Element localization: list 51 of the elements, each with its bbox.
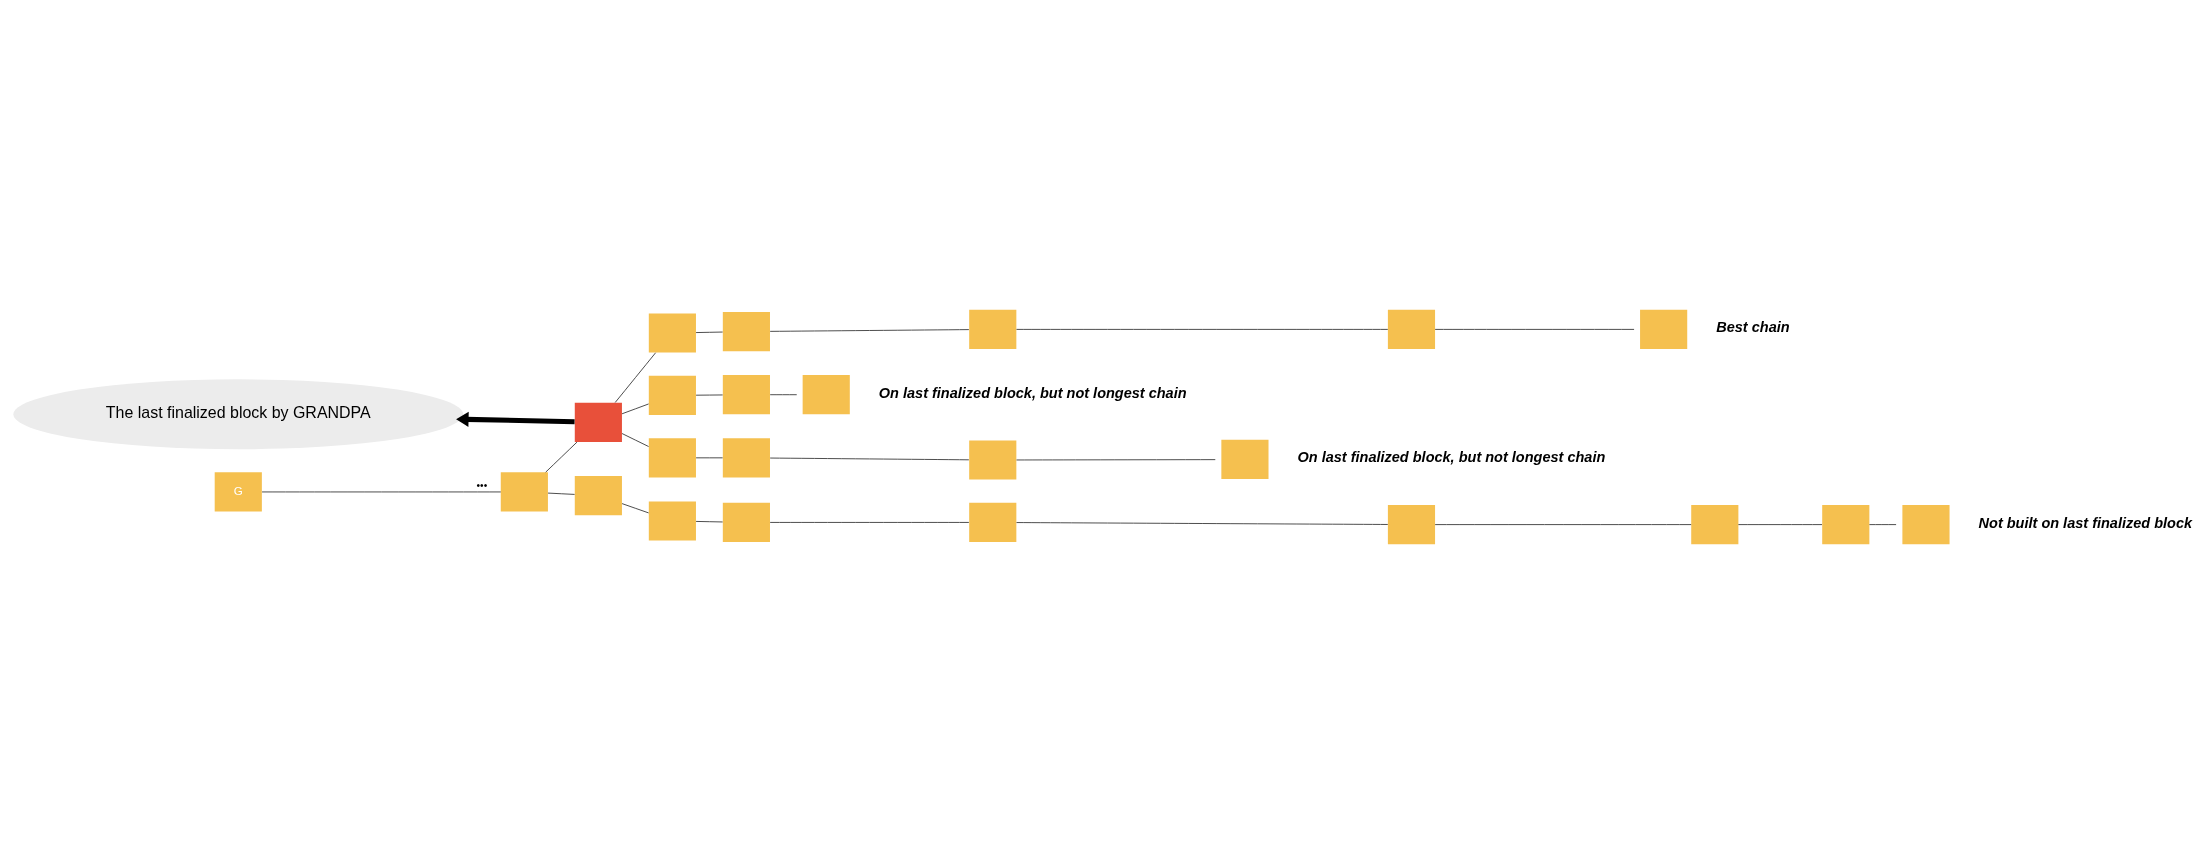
node-box <box>648 375 696 416</box>
node-label: On last finalized block, but not longest chain <box>878 384 1187 401</box>
connector <box>769 394 798 396</box>
node-box <box>1387 309 1436 349</box>
connector <box>1434 328 1635 330</box>
node-box <box>722 438 770 478</box>
node-box <box>574 402 622 442</box>
connector <box>621 503 650 514</box>
connector <box>695 457 724 459</box>
node-box <box>574 476 622 516</box>
node-box <box>500 472 548 512</box>
arrow <box>456 411 575 428</box>
edge-label: ••• <box>476 480 488 492</box>
connector <box>1434 524 1692 526</box>
node-box <box>1640 309 1688 349</box>
connector <box>1016 522 1389 525</box>
node-box <box>722 312 770 352</box>
node-box <box>722 375 770 415</box>
node-label: Best chain <box>1716 319 1790 336</box>
connector <box>1869 524 1897 526</box>
connector <box>621 433 650 447</box>
node-box <box>969 502 1017 542</box>
node-label: Not built on last finalized block <box>1978 514 2193 531</box>
connector <box>545 441 578 473</box>
connector <box>1016 459 1216 461</box>
node-box <box>648 438 696 478</box>
node-box <box>969 440 1017 480</box>
node-ellipse: The last finalized block by GRANDPA <box>13 379 464 450</box>
node-box: G <box>214 472 262 512</box>
connector <box>695 521 724 523</box>
connector <box>614 352 657 403</box>
connector <box>769 522 970 523</box>
connector <box>621 403 650 415</box>
node-box <box>802 375 850 415</box>
node-box <box>1221 439 1269 479</box>
connector <box>695 331 724 333</box>
node-box <box>1822 505 1870 545</box>
node-box <box>1902 505 1950 545</box>
connector <box>769 457 970 461</box>
connector <box>1737 524 1823 526</box>
node-box <box>969 309 1017 349</box>
node-label: On last finalized block, but not longest chain <box>1297 449 1606 466</box>
connector <box>1016 328 1389 330</box>
node-box <box>648 501 696 541</box>
connector <box>695 394 724 396</box>
node-box <box>722 502 770 542</box>
connector <box>769 329 970 332</box>
node-box <box>1387 505 1436 545</box>
node-box <box>648 313 696 353</box>
node-box <box>1691 505 1739 545</box>
connector <box>547 492 575 495</box>
